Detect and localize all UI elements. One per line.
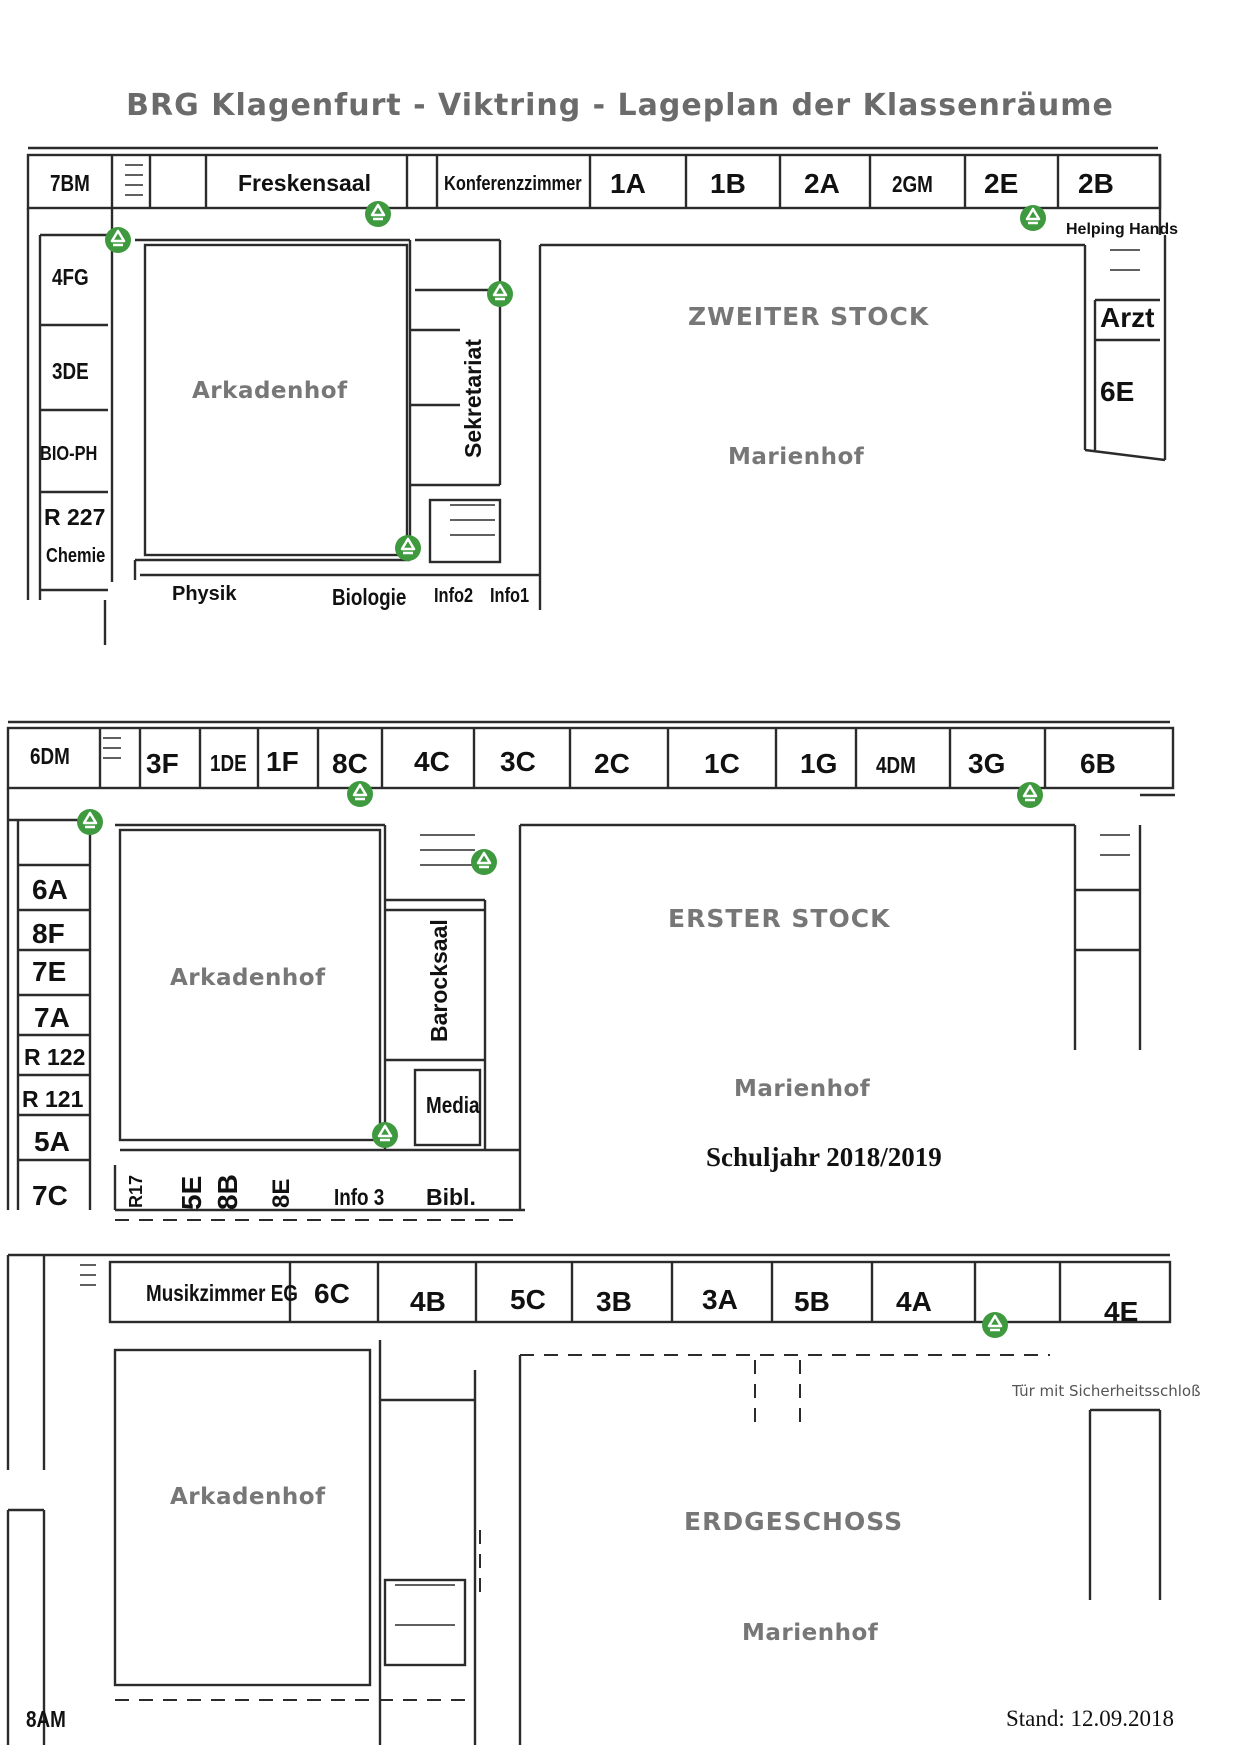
- room-3f: 3F: [146, 748, 179, 779]
- room-media: Media: [426, 1092, 480, 1118]
- room-4c: 4C: [414, 746, 450, 777]
- room-8e: 8E: [268, 1178, 295, 1208]
- room-4a: 4A: [896, 1286, 932, 1317]
- recycle-icon: [363, 199, 393, 229]
- room-3de: 3DE: [52, 358, 89, 384]
- door-lock-note: Tür mit Sicherheitsschloß: [1012, 1382, 1201, 1400]
- room-1b: 1B: [710, 168, 746, 199]
- school-year: Schuljahr 2018/2019: [706, 1142, 942, 1172]
- room-1c: 1C: [704, 748, 740, 779]
- room-2c: 2C: [594, 748, 630, 779]
- room-8c: 8C: [332, 748, 368, 779]
- courtyard-arkadenhof-2: Arkadenhof: [192, 378, 348, 404]
- floor-name-zweiter-stock: ZWEITER STOCK: [688, 302, 930, 331]
- room-4e: 4E: [1104, 1296, 1139, 1327]
- room-r121: R 121: [22, 1086, 84, 1112]
- room-barocksaal: Barocksaal: [426, 919, 452, 1042]
- recycle-icon: [469, 847, 499, 877]
- room-3c: 3C: [500, 746, 536, 777]
- recycle-icon: [370, 1120, 400, 1150]
- courtyard-arkadenhof-0: Arkadenhof: [170, 1484, 326, 1510]
- recycle-icon: [980, 1310, 1010, 1340]
- room-2a: 2A: [804, 168, 840, 199]
- recycle-icon: [75, 807, 105, 837]
- room-r227: R 227: [44, 504, 106, 530]
- room-2e: 2E: [984, 168, 1019, 199]
- room-2b: 2B: [1078, 168, 1114, 199]
- floor-name-erster-stock: ERSTER STOCK: [668, 904, 891, 933]
- room-4b: 4B: [410, 1286, 446, 1317]
- room-konferenzzimmer: Konferenzzimmer: [444, 173, 582, 195]
- room-freskensaal: Freskensaal: [238, 170, 371, 196]
- room-bio-ph: BIO-PH: [40, 443, 98, 465]
- recycle-icon: [103, 225, 133, 255]
- room-5e: 5E: [176, 1175, 207, 1210]
- room-musikzimmer-eg: Musikzimmer EG: [146, 1280, 298, 1306]
- room-1f: 1F: [266, 746, 299, 777]
- room-2gm: 2GM: [892, 171, 933, 197]
- room-info1: Info1: [490, 585, 530, 607]
- room-bibl: Bibl.: [426, 1184, 476, 1210]
- recycle-icon: [393, 533, 423, 563]
- room-6e: 6E: [1100, 376, 1135, 407]
- room-1de: 1DE: [210, 750, 247, 776]
- room-r122: R 122: [24, 1044, 86, 1070]
- room-info2: Info2: [434, 585, 474, 607]
- recycle-icon: [1015, 780, 1045, 810]
- courtyard-arkadenhof-1: Arkadenhof: [170, 965, 326, 991]
- room-7e: 7E: [32, 956, 67, 987]
- room-6a: 6A: [32, 874, 68, 905]
- yard-marienhof-2: Marienhof: [728, 444, 865, 470]
- yard-marienhof-0: Marienhof: [742, 1620, 879, 1646]
- recycle-icon: [1018, 203, 1048, 233]
- room-5b: 5B: [794, 1286, 830, 1317]
- room-sekretariat: Sekretariat: [460, 339, 486, 458]
- room-8f: 8F: [32, 918, 65, 949]
- room-6b: 6B: [1080, 748, 1116, 779]
- room-4dm: 4DM: [876, 752, 916, 778]
- page-title: BRG Klagenfurt - Viktring - Lageplan der…: [126, 88, 1114, 123]
- room-info3: Info 3: [334, 1184, 385, 1210]
- room-3b: 3B: [596, 1286, 632, 1317]
- room-helping-hands: Helping Hands: [1066, 221, 1179, 238]
- recycle-icon: [485, 279, 515, 309]
- room-6dm: 6DM: [30, 743, 70, 769]
- room-3g: 3G: [968, 748, 1006, 779]
- room-5a: 5A: [34, 1126, 70, 1157]
- recycle-icon: [345, 779, 375, 809]
- room-r17: R17: [126, 1174, 146, 1208]
- room-4fg: 4FG: [52, 264, 89, 290]
- room-biologie: Biologie: [332, 584, 407, 610]
- room-7a: 7A: [34, 1002, 70, 1033]
- room-5c: 5C: [510, 1284, 546, 1315]
- room-8b: 8B: [212, 1174, 243, 1210]
- room-6c: 6C: [314, 1278, 350, 1309]
- yard-marienhof-1: Marienhof: [734, 1076, 871, 1102]
- room-1a: 1A: [610, 168, 646, 199]
- stand-date: Stand: 12.09.2018: [1006, 1706, 1175, 1731]
- room-physik: Physik: [172, 583, 237, 605]
- floor-name-erdgeschoss: ERDGESCHOSS: [684, 1507, 904, 1536]
- room-7bm: 7BM: [50, 170, 90, 196]
- room-arzt: Arzt: [1100, 302, 1155, 333]
- room-3a: 3A: [702, 1284, 738, 1315]
- room-chemie: Chemie: [46, 545, 106, 567]
- room-1g: 1G: [800, 748, 838, 779]
- room-7c: 7C: [32, 1180, 68, 1211]
- room-8am: 8AM: [26, 1706, 66, 1732]
